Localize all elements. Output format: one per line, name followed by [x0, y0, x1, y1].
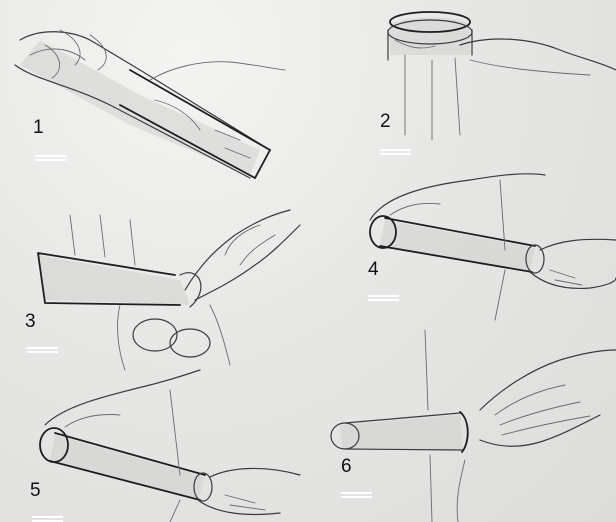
scale-marker	[32, 516, 63, 522]
step-5-drawing	[20, 365, 320, 522]
step-1-panel	[0, 0, 300, 200]
step-number: 4	[368, 260, 379, 279]
step-3-panel	[0, 195, 320, 370]
step-1-drawing	[0, 0, 300, 200]
step-number: 6	[341, 457, 352, 476]
scale-marker	[380, 149, 411, 155]
scale-marker	[27, 347, 58, 353]
step-number: 2	[380, 112, 391, 131]
step-3-drawing	[0, 195, 320, 370]
step-number: 3	[25, 312, 36, 331]
step-number: 5	[30, 481, 41, 500]
scale-marker	[341, 492, 372, 498]
step-2-panel	[360, 0, 616, 150]
step-number: 1	[33, 118, 44, 137]
scale-marker	[35, 155, 66, 161]
step-5-panel	[20, 365, 320, 522]
step-2-drawing	[360, 0, 616, 150]
scale-marker	[368, 295, 399, 301]
